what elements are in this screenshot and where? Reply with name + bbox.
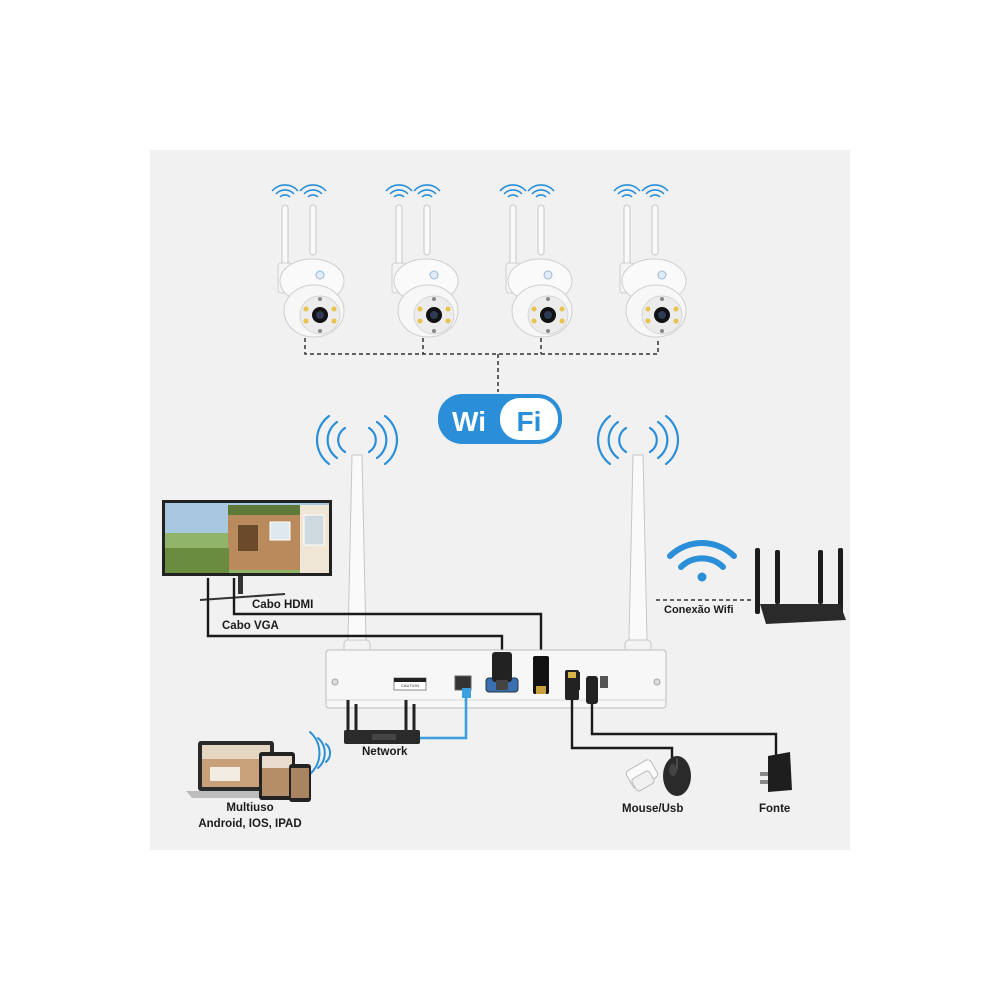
wifi-signal-icon — [315, 414, 399, 466]
wireless-link-lines — [304, 338, 659, 392]
cable-network — [420, 690, 468, 740]
laptop-icon — [186, 741, 286, 798]
cable-power — [590, 690, 778, 756]
wifi-signal-icon — [309, 731, 332, 775]
label-network: Network — [362, 746, 408, 758]
usb-connector — [565, 670, 579, 700]
svg-text:Fi: Fi — [517, 406, 542, 437]
cable-usb — [570, 690, 674, 765]
power-connector — [586, 676, 598, 704]
phone-icon — [289, 764, 311, 802]
vga-connector — [492, 652, 512, 690]
power-adapter-icon — [760, 752, 792, 792]
ip-camera-2 — [386, 185, 458, 337]
label-conexao-wifi: Conexão Wifi — [664, 604, 734, 616]
network-switch-icon — [344, 688, 471, 744]
router-icon — [755, 548, 846, 624]
hdmi-connector — [533, 656, 549, 694]
label-fonte: Fonte — [759, 803, 791, 815]
wifi-signal-icon — [596, 414, 680, 466]
label-multiuso-sub: Android, IOS, IPAD — [198, 818, 302, 830]
usb-dongle-icon — [625, 759, 659, 792]
ip-camera-1 — [272, 185, 344, 337]
wifi-signal-icon — [667, 540, 737, 582]
ip-camera-4 — [614, 185, 686, 337]
ip-camera-3 — [500, 185, 572, 337]
svg-text:CAUTION: CAUTION — [401, 683, 419, 688]
mouse-icon — [663, 756, 691, 796]
label-mouse-usb: Mouse/Usb — [622, 803, 684, 815]
label-multiuso: Multiuso — [226, 802, 274, 814]
svg-text:Wi: Wi — [452, 406, 486, 437]
label-cabo-hdmi: Cabo HDMI — [252, 599, 314, 611]
cable-hdmi — [232, 578, 543, 660]
label-cabo-vga: Cabo VGA — [222, 620, 279, 632]
tablet-icon — [259, 752, 295, 800]
wifi-logo: Wi Fi — [438, 394, 562, 444]
cable-vga — [206, 578, 504, 660]
monitor-icon — [162, 500, 332, 601]
